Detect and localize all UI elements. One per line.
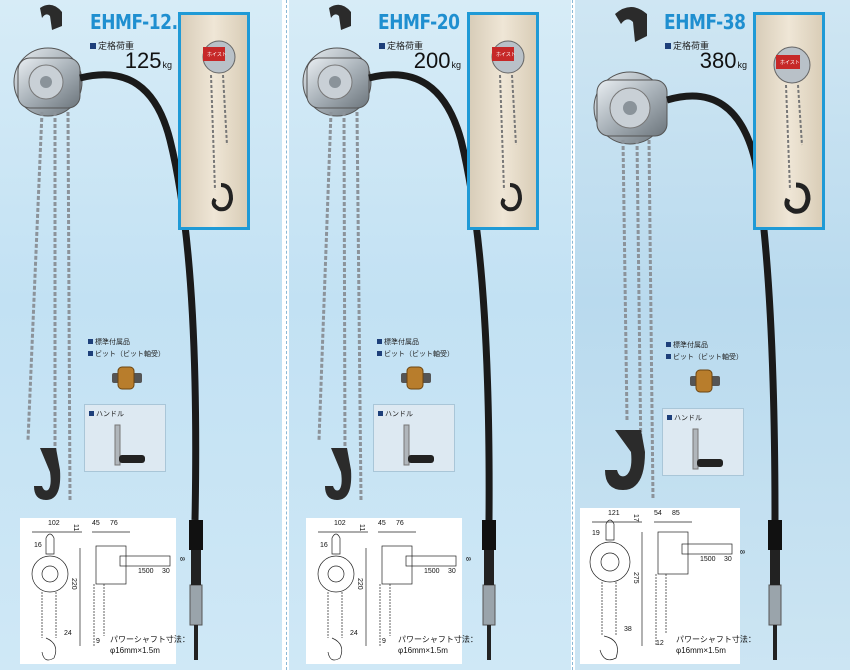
bullet-square [90, 43, 96, 49]
handle-box: ハンドル [662, 408, 744, 476]
dim-left-small: 16 [34, 542, 42, 549]
panel-divider [286, 0, 287, 670]
rated-load-label: 定格荷重 [90, 39, 134, 52]
dim-top-small: 17 [632, 514, 639, 522]
dim-top-small: 11 [358, 524, 365, 532]
photo-label: ホイスト [496, 52, 516, 58]
dim-height: 275 [632, 572, 639, 584]
photo-label: ホイスト [780, 60, 800, 66]
photo-hoist-image [202, 40, 236, 212]
dim-bit-height: 8 [738, 550, 745, 554]
bullet-square [666, 342, 671, 347]
dim-left-small: 19 [592, 530, 600, 537]
bit-icon [112, 366, 142, 390]
accessories-box: 標準付属品 ビット（ビット軸受） [373, 333, 455, 399]
rated-load-value: 200kg [413, 48, 461, 73]
dim-hook: 38 [624, 626, 632, 633]
bit-label: ビット（ビット軸受） [88, 349, 165, 359]
dim-width-top: 102 [48, 520, 60, 527]
dim-width-top: 121 [608, 510, 620, 517]
handle-icon [403, 424, 434, 466]
bullet-square [665, 43, 671, 49]
accessories-title: 標準付属品 [666, 340, 708, 350]
dim-width-top: 102 [334, 520, 346, 527]
model-name: EHMF-12.5 [90, 10, 190, 34]
dim-left-small: 16 [320, 542, 328, 549]
dimension-drawing-svg [589, 519, 733, 661]
dim-shaft-end: 30 [162, 568, 170, 575]
product-photo: ホイスト [753, 12, 825, 230]
handle-label: ハンドル [667, 413, 702, 423]
dim-side-a: 45 [92, 520, 100, 527]
rated-load-label: 定格荷重 [665, 39, 709, 52]
photo-hoist-image [491, 40, 525, 212]
handle-icon [692, 428, 723, 470]
shaft-note: パワーシャフト寸法：φ16mm×1.5m [676, 635, 756, 655]
bit-label: ビット（ビット軸受） [377, 349, 454, 359]
dim-hook: 24 [350, 630, 358, 637]
bullet-square [377, 351, 382, 356]
accessories-box: 標準付属品 ビット（ビット軸受） [84, 333, 166, 399]
dim-bit-height: 8 [464, 557, 471, 561]
photo-label: ホイスト [207, 52, 227, 58]
dim-side-a: 45 [378, 520, 386, 527]
dim-bottom-small: 9 [96, 638, 100, 645]
model-name: EHMF-20 [378, 10, 460, 34]
dim-hook: 24 [64, 630, 72, 637]
model-name: EHMF-38 [664, 10, 746, 34]
dim-shaft-end: 30 [724, 556, 732, 563]
accessories-title: 標準付属品 [88, 337, 130, 347]
hoist-illustration-2 [302, 4, 496, 660]
dim-side-b: 76 [396, 520, 404, 527]
dim-side-a: 54 [654, 510, 662, 517]
bullet-square [377, 339, 382, 344]
bullet-square [89, 411, 94, 416]
dim-side-b: 85 [672, 510, 680, 517]
dim-shaft-length: 1500 [424, 568, 440, 575]
product-photo: ホイスト [178, 12, 250, 230]
dim-shaft-length: 1500 [138, 568, 154, 575]
bullet-square [667, 415, 672, 420]
handle-box: ハンドル [373, 404, 455, 472]
shaft-note: パワーシャフト寸法：φ16mm×1.5m [398, 635, 478, 655]
shaft-note: パワーシャフト寸法：φ16mm×1.5m [110, 635, 190, 655]
dim-height: 220 [356, 578, 363, 590]
bullet-square [378, 411, 383, 416]
product-photo: ホイスト [467, 12, 539, 230]
bit-icon [690, 369, 720, 393]
bullet-square [88, 339, 93, 344]
dim-shaft-length: 1500 [700, 556, 716, 563]
dim-bottom-small: 9 [382, 638, 386, 645]
dim-bit-height: 8 [178, 557, 185, 561]
rated-load-value: 380kg [699, 48, 747, 73]
dimension-drawing: 121 17 19 275 54 85 1500 30 38 12 [580, 508, 740, 664]
accessories-title: 標準付属品 [377, 337, 419, 347]
dim-side-b: 76 [110, 520, 118, 527]
bullet-square [666, 354, 671, 359]
dim-top-small: 11 [72, 524, 79, 532]
bit-icon [401, 366, 431, 390]
dim-bottom-small: 12 [656, 640, 664, 647]
panel-divider [572, 0, 573, 670]
dimension-drawing-svg [317, 531, 457, 661]
dim-height: 220 [70, 578, 77, 590]
accessories-box: 標準付属品 ビット（ビット軸受） [662, 336, 744, 402]
handle-label: ハンドル [89, 409, 124, 419]
photo-hoist-image [773, 46, 811, 214]
handle-label: ハンドル [378, 409, 413, 419]
dim-shaft-end: 30 [448, 568, 456, 575]
dimension-drawing-svg [31, 531, 171, 661]
handle-box: ハンドル [84, 404, 166, 472]
bullet-square [88, 351, 93, 356]
rated-load-value: 125kg [124, 48, 172, 73]
rated-load-label: 定格荷重 [379, 39, 423, 52]
dimension-drawing: 102 11 16 220 45 76 1500 30 24 9 [306, 518, 462, 664]
handle-icon [114, 424, 145, 466]
bit-label: ビット（ビット軸受） [666, 352, 743, 362]
bullet-square [379, 43, 385, 49]
dimension-drawing: 102 11 16 220 45 76 1500 30 24 9 [20, 518, 176, 664]
